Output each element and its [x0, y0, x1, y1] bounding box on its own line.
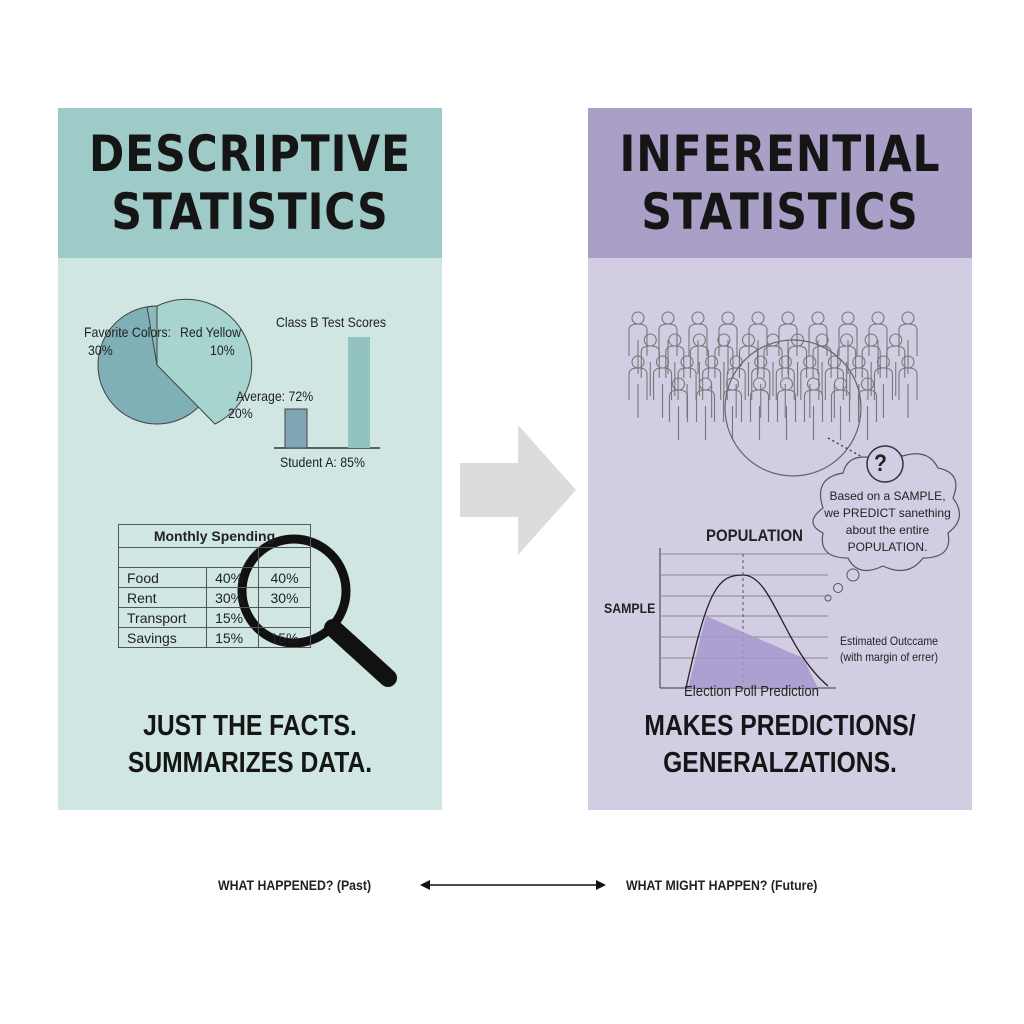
inferential-header — [588, 108, 972, 258]
person-icon — [803, 377, 824, 440]
person-icon — [808, 311, 828, 374]
person-icon — [628, 311, 648, 374]
bar-student — [348, 337, 370, 448]
pie-pct: 30% — [88, 342, 113, 358]
person-icon — [628, 355, 648, 418]
title-line: DESCRIPTIVE — [89, 125, 411, 183]
pie-pct: 10% — [210, 342, 235, 358]
person-icon — [787, 333, 808, 396]
bar-average — [284, 408, 308, 449]
person-icon — [640, 333, 660, 396]
person-icon — [898, 311, 918, 374]
chart-xlabel: Election Poll Prediction — [684, 683, 820, 700]
person-icon — [800, 355, 820, 418]
person-icon — [886, 333, 906, 396]
question-mark-icon: ? — [874, 450, 887, 477]
title-line: STATISTICS — [641, 183, 919, 241]
descriptive-header — [58, 108, 442, 258]
crowd-of-people-icon — [628, 311, 918, 440]
table-title: Monthly Spending — [118, 524, 311, 548]
person-icon — [830, 377, 851, 440]
person-icon — [776, 377, 797, 440]
right-arrow-icon — [460, 425, 576, 555]
pie-label: Favorite Colors: — [84, 324, 171, 340]
person-icon — [837, 333, 857, 396]
double-arrow-icon — [420, 880, 606, 890]
person-icon — [873, 355, 894, 418]
person-icon — [726, 355, 746, 418]
person-icon — [824, 355, 844, 418]
person-icon — [763, 333, 783, 396]
person-icon — [857, 377, 878, 440]
person-icon — [714, 333, 734, 396]
title-line: INFERENTIAL — [619, 125, 941, 183]
inferential-footer: MAKES PREDICTIONS/GENERALZATIONS. — [644, 710, 916, 779]
estimate-label: (with margin of errer) — [840, 650, 938, 664]
bar-label: Average: 72% — [236, 388, 314, 404]
sample-circle — [724, 339, 862, 477]
bar-label: Student A: 85% — [280, 454, 365, 470]
person-icon — [898, 355, 918, 418]
bar-title: Class B Test Scores — [276, 314, 387, 330]
person-icon — [749, 377, 770, 440]
estimate-label: Estimated Outccame — [840, 634, 939, 648]
pie-label: Red Yellow — [180, 324, 241, 340]
future-label: WHAT MIGHT HAPPEN? (Future) — [626, 877, 818, 893]
population-label: POPULATION — [706, 526, 803, 545]
sample-label: SAMPLE — [604, 600, 656, 616]
title-line: STATISTICS — [111, 183, 389, 241]
election-chart — [659, 548, 836, 689]
inferential-graphics — [628, 311, 960, 689]
pie-chart — [97, 298, 253, 425]
person-icon — [722, 377, 743, 440]
bar-chart — [274, 337, 380, 449]
person-icon — [695, 377, 716, 440]
person-icon — [702, 355, 722, 418]
person-icon — [718, 311, 738, 374]
person-icon — [652, 355, 673, 418]
descriptive-graphics — [97, 298, 397, 687]
descriptive-footer: JUST THE FACTS.SUMMARIZES DATA. — [127, 710, 373, 779]
person-icon — [668, 377, 689, 440]
past-label: WHAT HAPPENED? (Past) — [218, 877, 372, 893]
person-icon — [689, 333, 709, 396]
pie-pct: 20% — [228, 405, 253, 421]
